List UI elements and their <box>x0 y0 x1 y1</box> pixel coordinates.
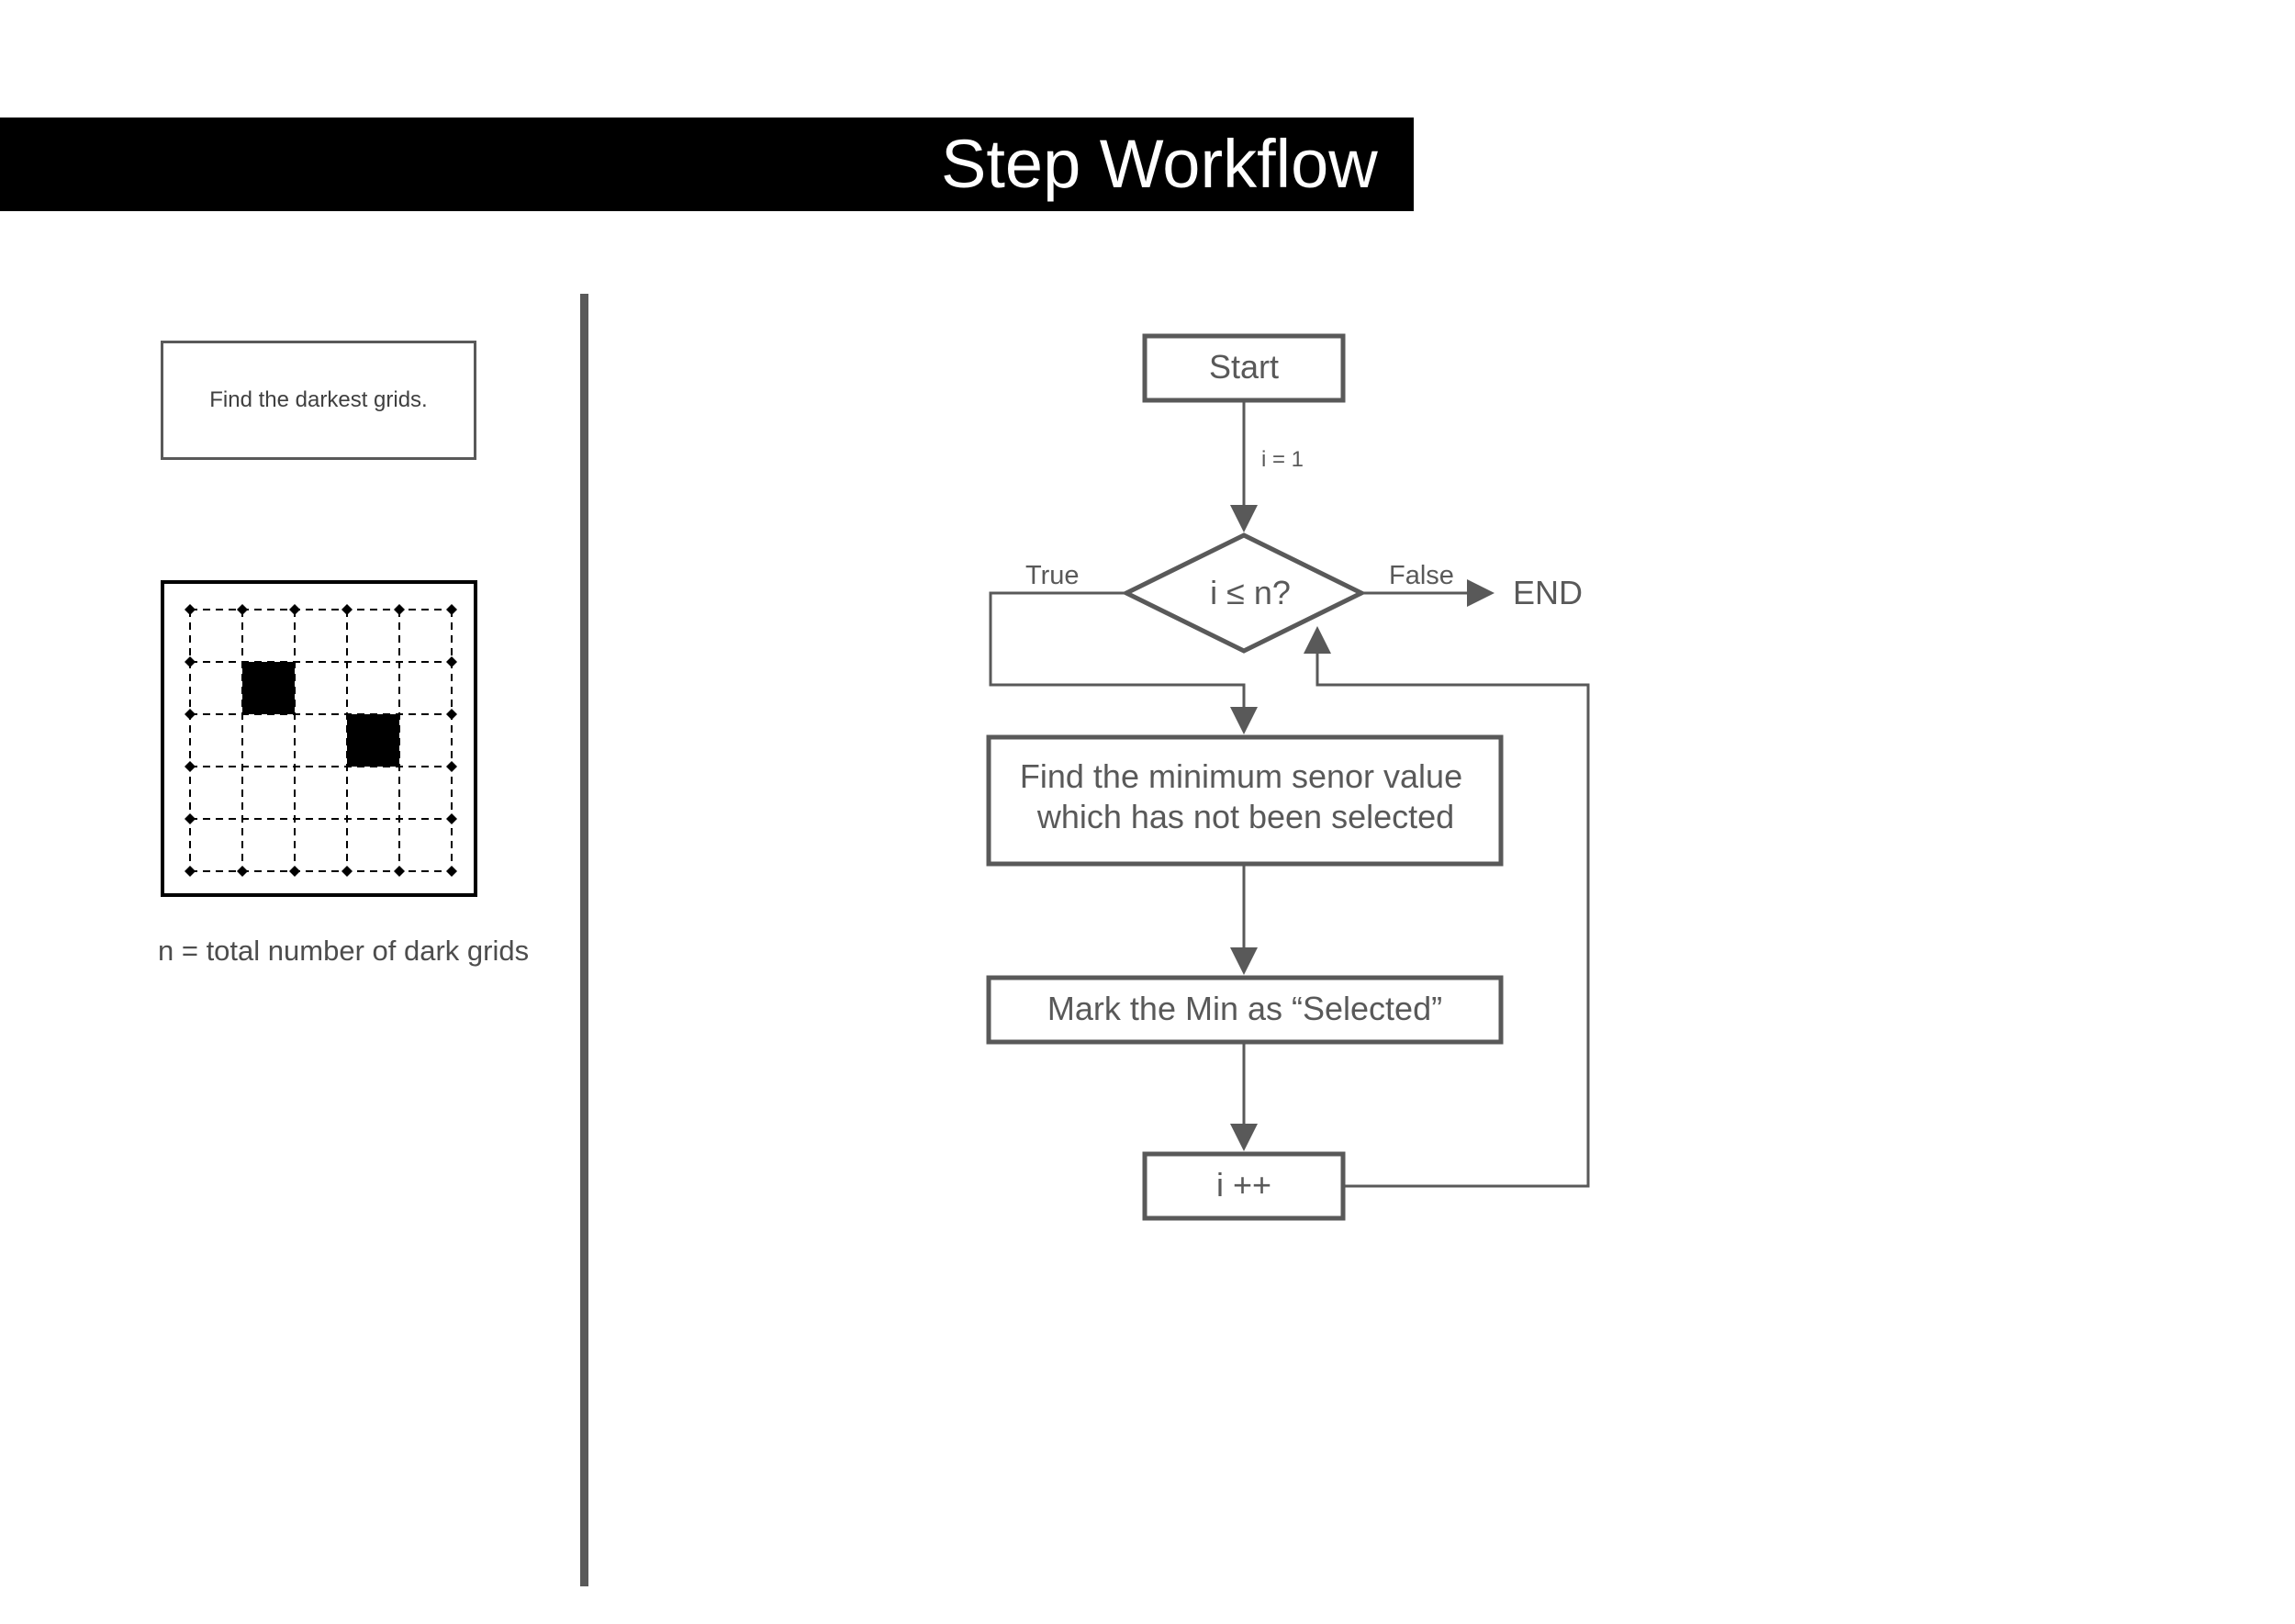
grid-node-marker <box>394 604 405 615</box>
page-title: Step Workflow <box>941 126 1378 202</box>
loop-back-arrow <box>1304 626 1590 1188</box>
grid-node-marker <box>446 866 457 877</box>
grid-node-marker <box>446 604 457 615</box>
true-arrow <box>989 591 1258 734</box>
grid-node-marker <box>341 866 353 877</box>
n-definition: n = total number of dark grids <box>158 935 530 967</box>
increment-label: i ++ <box>1216 1166 1271 1204</box>
sensor-grid-drawing <box>185 604 457 877</box>
grid-node-marker <box>446 761 457 772</box>
title-bar <box>0 118 1414 211</box>
find-min-line1: Find the minimum senor value <box>1020 757 1462 795</box>
grid-node-marker <box>289 866 300 877</box>
false-label: False <box>1389 561 1454 590</box>
find-min-node <box>986 734 1504 867</box>
grid-node-marker <box>185 761 196 772</box>
grid-node-marker <box>237 604 248 615</box>
start-label: Start <box>1209 348 1279 386</box>
grid-node-marker <box>185 709 196 720</box>
task-box: Find the darkest grids. <box>161 341 476 460</box>
grid-node-marker <box>237 866 248 877</box>
grid-node-marker <box>289 604 300 615</box>
sensor-grid <box>161 580 477 897</box>
true-label: True <box>1025 561 1080 590</box>
start-node <box>1142 333 1346 403</box>
increment-node <box>1142 1151 1346 1221</box>
grid-node-marker <box>185 656 196 667</box>
decision-node <box>1121 532 1367 654</box>
grid-node-marker <box>394 866 405 877</box>
find-min-line2: which has not been selected <box>1036 798 1454 835</box>
init-label: i = 1 <box>1261 447 1304 472</box>
task-text: Find the darkest grids. <box>209 387 428 412</box>
grid-node-marker <box>185 866 196 877</box>
dark-cell <box>347 714 399 767</box>
grid-node-marker <box>185 604 196 615</box>
grid-node-marker <box>341 604 353 615</box>
grid-node-marker <box>446 709 457 720</box>
condition-label: i ≤ n? <box>1210 574 1291 611</box>
dark-cell <box>242 662 295 714</box>
mark-selected-node <box>986 975 1504 1045</box>
end-label: END <box>1513 574 1583 611</box>
grid-node-marker <box>446 813 457 824</box>
grid-node-marker <box>185 813 196 824</box>
grid-node-marker <box>446 656 457 667</box>
mark-selected-label: Mark the Min as “Selected” <box>1047 990 1442 1027</box>
panel-divider <box>580 294 588 1586</box>
